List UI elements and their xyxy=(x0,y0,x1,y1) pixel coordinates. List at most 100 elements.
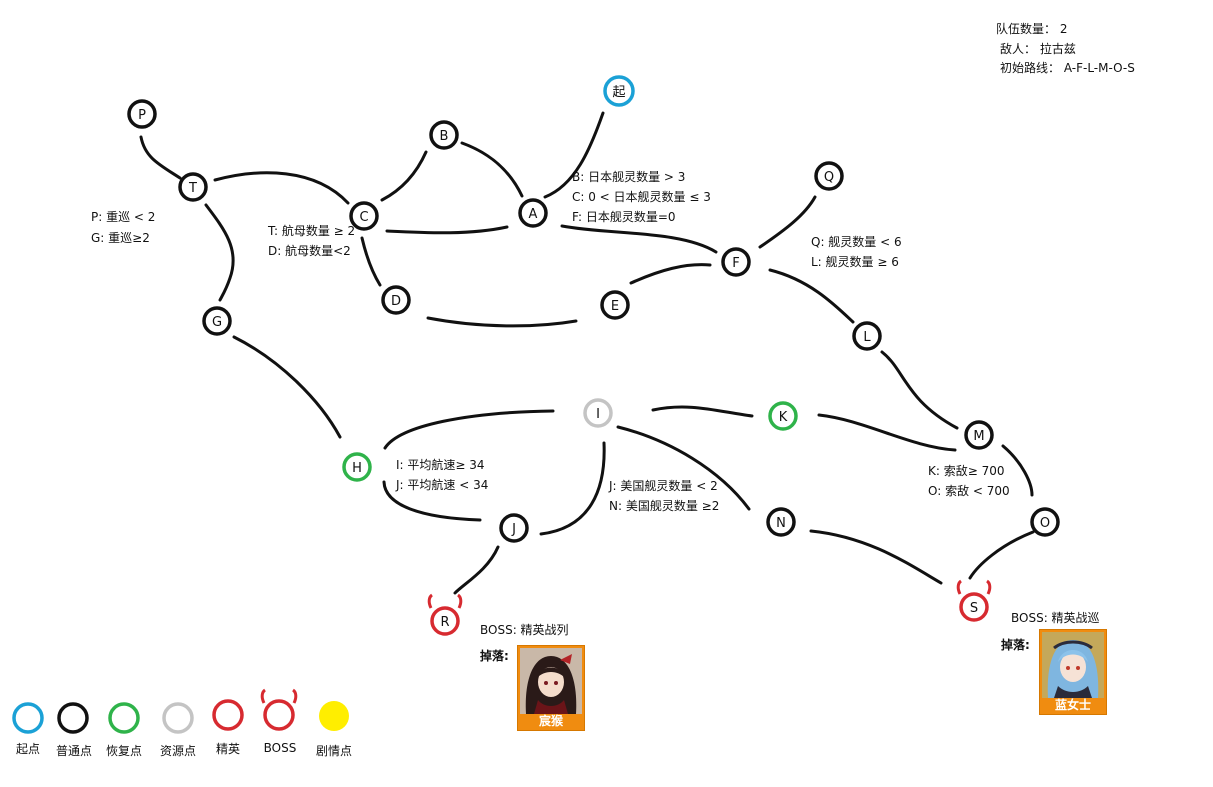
edge-P-T xyxy=(139,135,182,180)
node-R[interactable]: R xyxy=(427,593,463,636)
svg-text:T: T xyxy=(188,181,197,196)
legend-resource-label: 资源点 xyxy=(159,744,196,758)
svg-text:R: R xyxy=(440,615,449,630)
svg-text:E: E xyxy=(611,299,619,314)
cond-J-us: J: 美国舰灵数量 < 2 xyxy=(609,479,718,493)
edge-L-M xyxy=(880,350,959,430)
edge-J-R xyxy=(453,545,500,595)
node-C[interactable]: C xyxy=(349,201,379,231)
edge-N-S xyxy=(809,529,943,585)
edge-T-G xyxy=(204,203,235,302)
edge-F-Q xyxy=(758,195,817,249)
node-E[interactable]: E xyxy=(600,290,630,320)
edge-C-B xyxy=(380,150,428,202)
svg-text:K: K xyxy=(779,410,788,425)
cond-N: N: 美国舰灵数量 ≥2 xyxy=(609,499,720,513)
legend-story-icon xyxy=(319,701,349,731)
svg-text:N: N xyxy=(776,516,786,531)
cond-D: D: 航母数量<2 xyxy=(268,244,351,258)
character-art-blue-hair xyxy=(1042,632,1104,698)
boss-R-drop-label: 掉落: xyxy=(480,649,509,663)
legend-normal-icon xyxy=(57,702,89,734)
edge-I-K xyxy=(651,405,754,418)
enemy-name: 敌人： 拉古兹 xyxy=(1000,42,1076,56)
node-N[interactable]: N xyxy=(766,507,796,537)
boss-S-drop-portrait: 蓝女士 xyxy=(1039,629,1107,715)
edge-E-F xyxy=(629,263,712,285)
cond-P: P: 重巡 < 2 xyxy=(91,210,156,224)
cond-J-speed: J: 平均航速 < 34 xyxy=(396,478,489,492)
svg-text:H: H xyxy=(352,461,362,476)
node-B[interactable]: B xyxy=(429,120,459,150)
svg-text:A: A xyxy=(529,207,538,222)
legend-normal-label: 普通点 xyxy=(55,744,92,758)
svg-text:G: G xyxy=(212,315,222,330)
edge-M-O xyxy=(1001,444,1034,497)
node-J[interactable]: J xyxy=(499,513,529,543)
boss-R-drop-portrait: 宸猴 xyxy=(517,645,585,731)
edge-I-N xyxy=(616,425,751,511)
cond-I: I: 平均航速≥ 34 xyxy=(396,458,485,472)
node-H[interactable]: H xyxy=(342,452,372,482)
character-art-dark-hair xyxy=(520,648,582,714)
legend-recovery-icon xyxy=(108,702,140,734)
node-P[interactable]: P xyxy=(127,99,157,129)
node-G[interactable]: G xyxy=(202,306,232,336)
cond-B: B: 日本舰灵数量 > 3 xyxy=(572,170,686,184)
legend-elite-icon xyxy=(212,699,244,731)
node-F[interactable]: F xyxy=(721,247,751,277)
node-start[interactable]: 起 xyxy=(603,75,635,107)
cond-Q: Q: 舰灵数量 < 6 xyxy=(811,235,902,249)
edge-I-J xyxy=(539,441,606,536)
boss-S-drop-label: 掉落: xyxy=(1001,638,1030,652)
edge-C-A xyxy=(385,225,509,235)
node-I[interactable]: I xyxy=(583,398,613,428)
edge-start-A xyxy=(543,111,605,199)
svg-text:P: P xyxy=(138,108,146,123)
legend-recovery-label: 恢复点 xyxy=(105,744,142,758)
edge-B-A xyxy=(460,141,524,198)
initial-route: 初始路线： A-F-L-M-O-S xyxy=(1000,61,1135,75)
node-S[interactable]: S xyxy=(956,579,992,622)
edge-O-S xyxy=(968,530,1035,580)
legend-boss-label: BOSS xyxy=(263,741,297,755)
legend-start-icon xyxy=(12,702,44,734)
svg-text:M: M xyxy=(973,429,984,444)
node-T[interactable]: T xyxy=(178,172,208,202)
cond-L: L: 舰灵数量 ≥ 6 xyxy=(811,255,899,269)
cond-C: C: 0 < 日本舰灵数量 ≤ 3 xyxy=(572,190,711,204)
boss-R-drop-name: 宸猴 xyxy=(538,714,563,728)
cond-T: T: 航母数量 ≥ 2 xyxy=(268,224,356,238)
svg-text:B: B xyxy=(440,129,449,144)
edge-A-F xyxy=(560,224,718,254)
edge-F-L xyxy=(768,268,855,324)
legend-start-label: 起点 xyxy=(15,742,40,756)
node-start-label: 起 xyxy=(612,85,625,100)
cond-G: G: 重巡≥2 xyxy=(91,231,150,245)
boss-S-title: BOSS: 精英战巡 xyxy=(1011,611,1100,625)
cond-O: O: 索敌 < 700 xyxy=(928,484,1010,498)
svg-text:C: C xyxy=(359,210,368,225)
edge-H-J xyxy=(382,480,482,522)
legend-resource-icon xyxy=(162,702,194,734)
node-M[interactable]: M xyxy=(964,420,994,450)
node-K[interactable]: K xyxy=(768,401,798,431)
node-O[interactable]: O xyxy=(1030,507,1060,537)
node-D[interactable]: D xyxy=(381,285,411,315)
node-A[interactable]: A xyxy=(518,198,548,228)
svg-text:O: O xyxy=(1040,516,1050,531)
svg-text:S: S xyxy=(970,601,978,616)
team-count: 队伍数量： 2 xyxy=(996,22,1068,36)
edge-H-I xyxy=(383,409,555,450)
svg-text:J: J xyxy=(511,522,516,537)
legend-symbols xyxy=(12,688,349,734)
edge-D-E xyxy=(426,316,578,328)
boss-R-title: BOSS: 精英战列 xyxy=(480,623,569,637)
svg-text:L: L xyxy=(863,330,871,345)
svg-text:D: D xyxy=(391,294,401,309)
svg-text:Q: Q xyxy=(824,170,834,185)
node-Q[interactable]: Q xyxy=(814,161,844,191)
node-L[interactable]: L xyxy=(852,321,882,351)
legend-elite-label: 精英 xyxy=(215,742,240,756)
